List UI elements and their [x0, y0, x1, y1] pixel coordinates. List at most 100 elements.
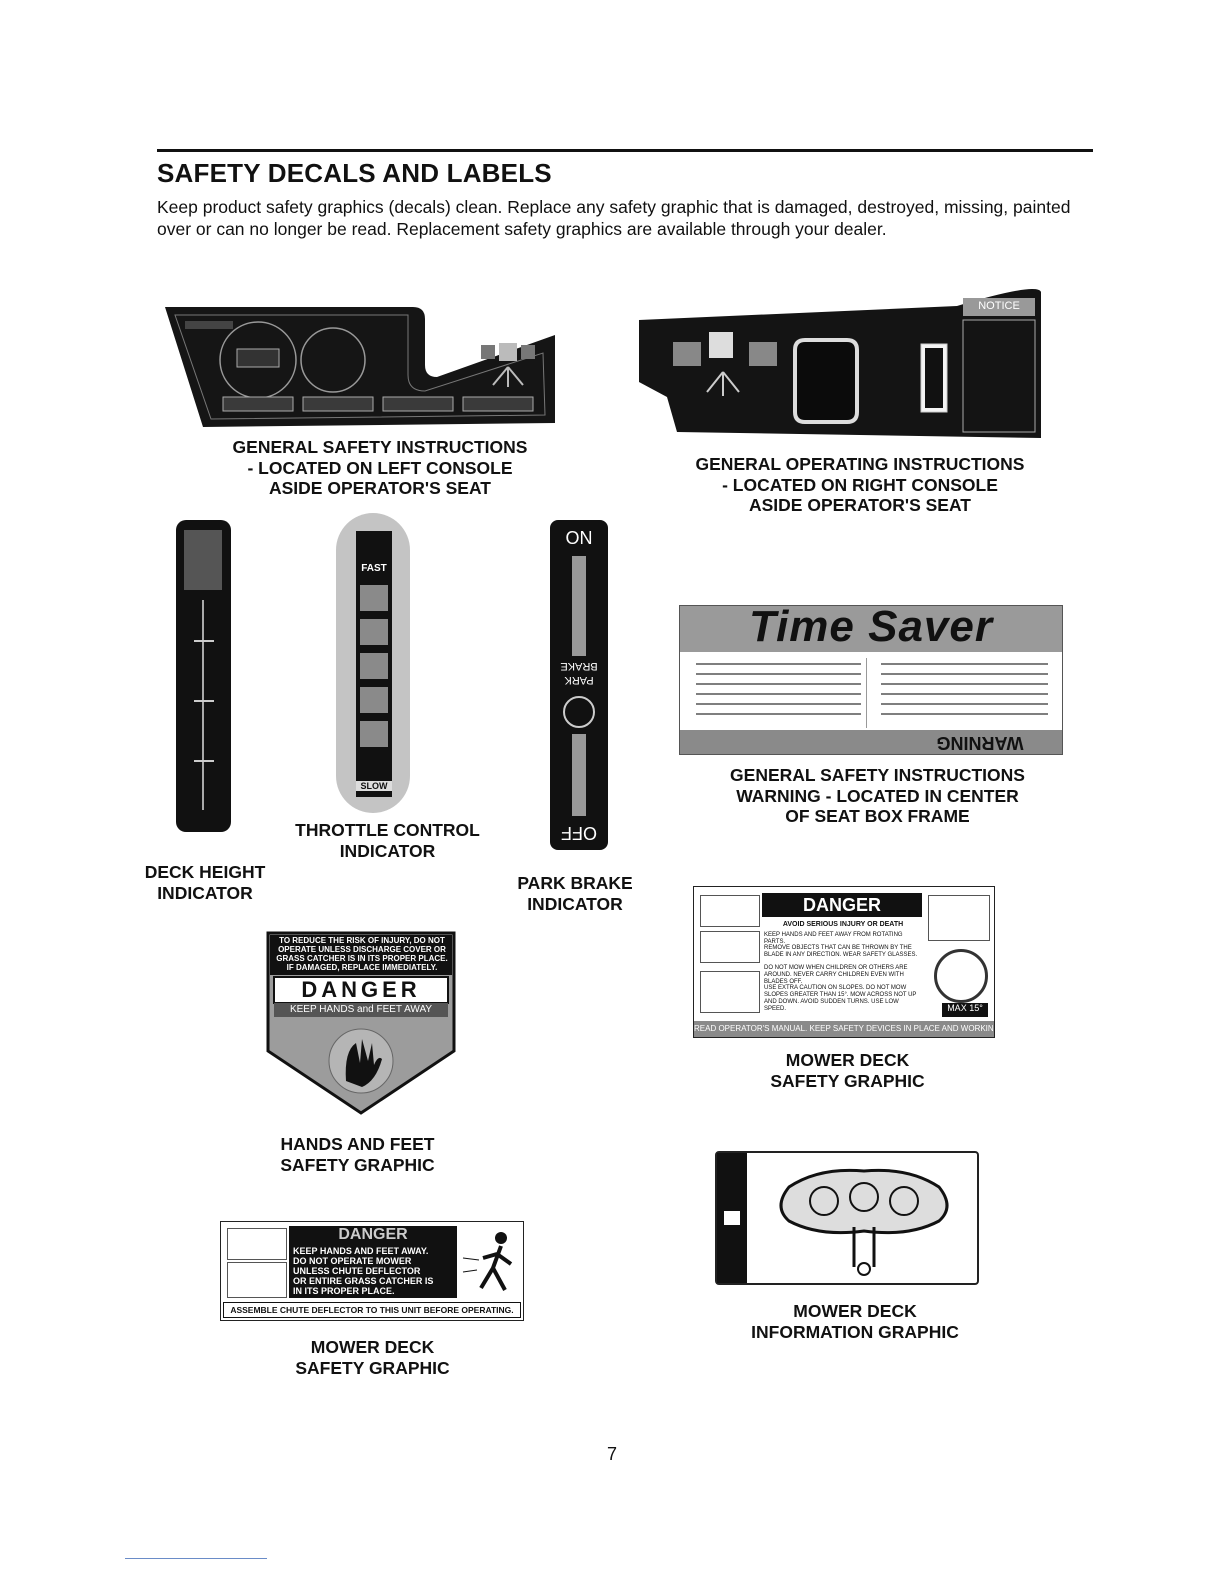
- caption-line: WARNING - LOCATED IN CENTER: [736, 785, 1019, 806]
- caption-line: MOWER DECK: [785, 1050, 910, 1070]
- caption-line: SAFETY GRAPHIC: [770, 1070, 925, 1091]
- park-brake-decal: ON BRAKE PARK OFF: [550, 520, 608, 850]
- park-arrow-down: [572, 734, 586, 816]
- throttle-step: [360, 619, 388, 645]
- left-console-decal: [163, 305, 558, 430]
- hands-feet-decal: TO REDUCE THE RISK OF INJURY, DO NOT OPE…: [266, 931, 456, 1115]
- timesaver-decal: Time Saver WARNING: [679, 602, 1063, 755]
- throttle-fast-label: FAST: [361, 563, 387, 574]
- caption-line: GENERAL SAFETY INSTRUCTIONS: [730, 765, 1025, 785]
- park-off-label: OFF: [561, 823, 597, 843]
- right-console-decal-art: [639, 289, 1041, 438]
- deck-height-tick: [194, 700, 214, 702]
- danger-line: USE EXTRA CAUTION ON SLOPES. DO NOT MOW …: [764, 985, 917, 1012]
- foot-hazard-icon: [700, 931, 760, 963]
- section-title: SAFETY DECALS AND LABELS: [157, 158, 552, 188]
- chute-danger-word: DANGER: [338, 1226, 408, 1243]
- mower-deck-info-decal: [715, 1151, 979, 1285]
- no-children-icon: [934, 949, 988, 1003]
- bystander-hazard-icon: [700, 971, 760, 1013]
- caption-hands-feet: HANDS AND FEET SAFETY GRAPHIC: [260, 1134, 455, 1175]
- section-rule: [157, 149, 1093, 152]
- footer-line: [125, 1558, 267, 1559]
- deck-height-tick: [194, 640, 214, 642]
- caption-line: SAFETY GRAPHIC: [280, 1154, 435, 1175]
- hf-top-text: TO REDUCE THE RISK OF INJURY, DO NOT OPE…: [276, 936, 448, 972]
- deck-height-scale: [202, 600, 204, 810]
- deck-diagram-icon: [779, 1168, 949, 1276]
- chute-line: OR ENTIRE GRASS CATCHER IS: [293, 1276, 434, 1286]
- mower-deck-danger-decal-right: DANGER AVOID SERIOUS INJURY OR DEATH KEE…: [693, 886, 995, 1038]
- intro-paragraph: Keep product safety graphics (decals) cl…: [157, 197, 1071, 239]
- caption-line: GENERAL SAFETY INSTRUCTIONS: [232, 437, 528, 457]
- chute-footer: ASSEMBLE CHUTE DEFLECTOR TO THIS UNIT BE…: [223, 1302, 521, 1318]
- deck-height-tick: [194, 760, 214, 762]
- caption-line: PARK BRAKE: [517, 873, 633, 893]
- caption-throttle: THROTTLE CONTROL INDICATOR: [280, 820, 495, 861]
- caption-line: SAFETY GRAPHIC: [295, 1357, 450, 1378]
- throttle-step: [360, 721, 388, 747]
- caption-line: - LOCATED ON LEFT CONSOLE: [247, 457, 513, 478]
- throttle-slow-label: SLOW: [356, 781, 392, 791]
- park-on-label: ON: [565, 528, 593, 548]
- danger-line: KEEP HANDS AND FEET AWAY FROM ROTATING P…: [764, 932, 903, 945]
- danger-line: DO NOT MOW WHEN CHILDREN OR OTHERS ARE A…: [764, 965, 908, 985]
- danger-word: DANGER: [802, 895, 881, 915]
- thrown-object-person-icon: [462, 1232, 513, 1291]
- caption-line: HANDS AND FEET: [280, 1134, 435, 1154]
- chute-danger-decal: DANGER KEEP HANDS AND FEET AWAY. DO NOT …: [220, 1221, 524, 1321]
- caption-line: GENERAL OPERATING INSTRUCTIONS: [695, 454, 1025, 474]
- caption-line: MOWER DECK: [793, 1301, 917, 1321]
- timesaver-text-lines: [696, 663, 1048, 715]
- caption-line: INFORMATION GRAPHIC: [751, 1321, 959, 1342]
- max-slope-badge: MAX 15°: [942, 1003, 988, 1017]
- chute-line: DO NOT OPERATE MOWER: [293, 1256, 412, 1266]
- deck-height-label-block: [184, 530, 222, 590]
- danger-line: REMOVE OBJECTS THAT CAN BE THROWN BY THE…: [764, 945, 918, 958]
- timesaver-warning-band: [680, 730, 1062, 754]
- notice-label: NOTICE: [978, 300, 1020, 312]
- throttle-decal: FAST SLOW: [336, 513, 410, 813]
- caption-line: INDICATOR: [527, 893, 623, 914]
- throttle-step: [360, 687, 388, 713]
- caption-park-brake: PARK BRAKE INDICATOR: [500, 873, 650, 914]
- hands-feet-shield-art: [266, 931, 456, 1115]
- caption-line: - LOCATED ON RIGHT CONSOLE: [722, 474, 998, 495]
- chute-line: IN ITS PROPER PLACE.: [293, 1286, 395, 1296]
- caption-mower-deck-right: MOWER DECK SAFETY GRAPHIC: [735, 1050, 960, 1091]
- park-brake-word: BRAKE: [560, 660, 598, 672]
- caption-line: MOWER DECK: [310, 1337, 435, 1357]
- book-icon: [724, 1211, 740, 1225]
- caption-line: OF SEAT BOX FRAME: [785, 806, 970, 826]
- park-arrow-up: [572, 556, 586, 656]
- hand-hazard-icon: [700, 895, 760, 927]
- thrown-object-icon: [928, 895, 990, 941]
- caption-left-console: GENERAL SAFETY INSTRUCTIONS - LOCATED ON…: [230, 437, 530, 499]
- timesaver-logo: Time Saver: [748, 602, 993, 651]
- page-number: 7: [606, 1444, 617, 1464]
- caption-line: ASIDE OPERATOR'S SEAT: [269, 478, 491, 498]
- hand-hazard-icon: [227, 1228, 287, 1260]
- chute-line: KEEP HANDS AND FEET AWAY.: [293, 1246, 429, 1256]
- timesaver-text-left: [686, 658, 867, 728]
- hf-danger-word: DANGER: [301, 977, 421, 1002]
- caption-seat-box: GENERAL SAFETY INSTRUCTIONS WARNING - LO…: [705, 765, 1050, 827]
- right-console-decal: NOTICE: [637, 282, 1045, 442]
- caption-right-console: GENERAL OPERATING INSTRUCTIONS - LOCATED…: [690, 454, 1030, 516]
- throttle-step: [360, 653, 388, 679]
- deck-height-decal: [176, 520, 231, 832]
- danger-header: [762, 893, 922, 917]
- caption-deck-height: DECK HEIGHT INDICATOR: [130, 862, 280, 903]
- danger-footer: READ OPERATOR'S MANUAL. KEEP SAFETY DEVI…: [694, 1021, 994, 1037]
- park-brake-symbol-icon: [563, 696, 595, 728]
- timesaver-warning-label: WARNING: [936, 733, 1024, 753]
- foot-hazard-icon: [227, 1262, 287, 1298]
- hf-keep-text: KEEP HANDS and FEET AWAY: [289, 1004, 433, 1015]
- timesaver-logo-band: [680, 606, 1062, 652]
- park-park-word: PARK: [564, 674, 594, 686]
- danger-line: AVOID SERIOUS INJURY OR DEATH: [782, 921, 904, 928]
- left-console-decal-art: [165, 307, 555, 427]
- caption-line: ASIDE OPERATOR'S SEAT: [749, 495, 971, 515]
- caption-mower-deck-left: MOWER DECK SAFETY GRAPHIC: [265, 1337, 480, 1378]
- caption-line: INDICATOR: [157, 882, 253, 903]
